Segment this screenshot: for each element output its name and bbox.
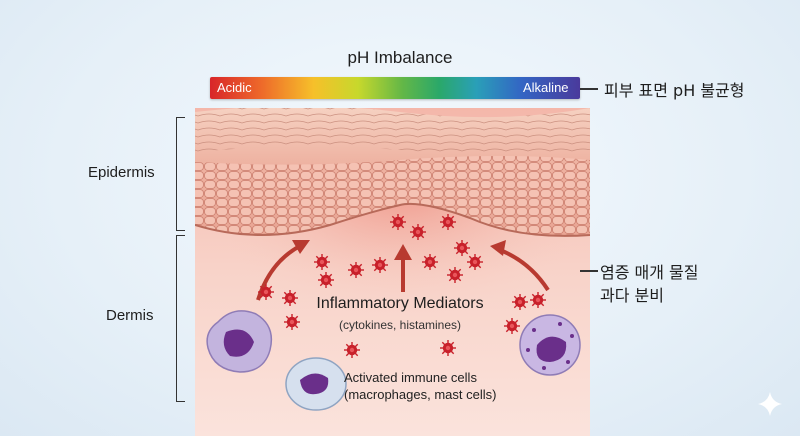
dermis-label: Dermis [106, 307, 154, 324]
sparkle-icon [758, 392, 782, 416]
epidermis-bracket [176, 117, 185, 231]
korean-mediator-label-1: 염증 매개 물질 [600, 263, 699, 282]
immune-cells-sublabel: (macrophages, mast cells) [344, 387, 497, 402]
ph-acidic-label: Acidic [217, 80, 252, 95]
ph-alkaline-label: Alkaline [523, 80, 569, 95]
ph-leader-line [580, 88, 598, 90]
dermis-bracket [176, 235, 185, 402]
immune-cells-label: Activated immune cells [344, 370, 477, 385]
ph-title: pH Imbalance [347, 48, 453, 67]
ph-korean-label: 피부 표면 pH 불균형 [604, 81, 745, 100]
mediator-leader-line [580, 270, 598, 272]
epidermis-label: Epidermis [88, 164, 155, 181]
korean-mediator-label-2: 과다 분비 [600, 286, 664, 305]
ph-gradient-bar [210, 77, 580, 99]
mediators-subtitle: (cytokines, histamines) [338, 318, 462, 332]
mediators-title: Inflammatory Mediators [316, 295, 484, 312]
